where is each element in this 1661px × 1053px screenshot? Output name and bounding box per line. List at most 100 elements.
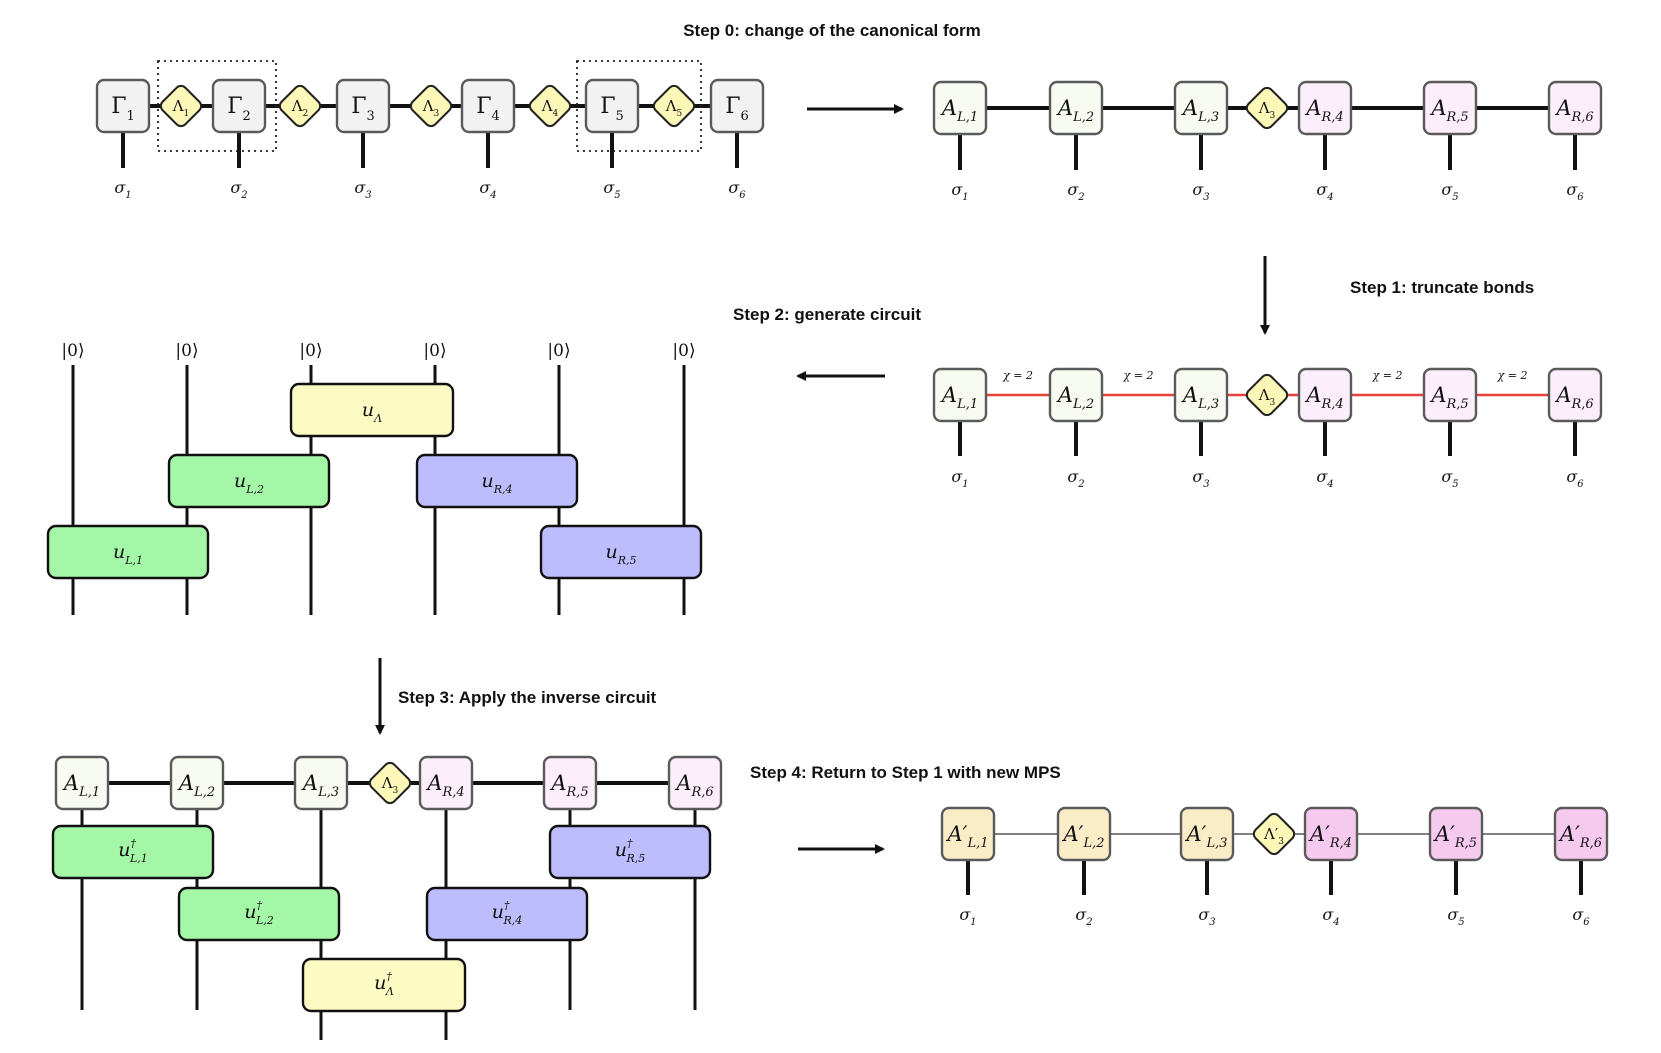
lambda-tensor — [1245, 86, 1289, 130]
tensor-label: AL,2 — [1056, 96, 1094, 125]
gamma-label: Γ1 — [111, 94, 135, 124]
unitary-gate — [539, 524, 703, 580]
tensor-label: AR,5 — [1429, 96, 1468, 125]
physical-index-label: σ2 — [230, 178, 247, 201]
tensor-label: AL,1 — [940, 383, 978, 412]
gamma-tensor — [95, 78, 151, 134]
ket-zero-label: |0⟩ — [423, 341, 446, 361]
physical-index-label: σ4 — [1316, 180, 1333, 203]
gate-label: uΛ — [362, 399, 382, 425]
right-canonical-tensor — [1422, 80, 1478, 136]
gate-label: uR,4 — [481, 470, 512, 496]
bond-dimension-label: χ = 2 — [1497, 369, 1528, 382]
physical-index-label: σ2 — [1067, 467, 1084, 490]
gamma-label: Γ2 — [227, 94, 251, 124]
ket-zero-label: |0⟩ — [547, 341, 570, 361]
gate-label: uL,2 — [234, 470, 264, 496]
left-canonical-tensor — [932, 80, 988, 136]
tensor-label: AL,3 — [1181, 96, 1219, 125]
inverse-unitary-gate — [301, 957, 467, 1013]
gate-label: uR,5 — [605, 541, 636, 567]
gamma-tensor — [584, 78, 640, 134]
tensor-label: AL,2 — [177, 771, 215, 800]
right-canonical-tensor — [418, 755, 474, 811]
step1-title: Step 1: truncate bonds — [1350, 278, 1534, 297]
inverse-unitary-gate — [548, 824, 712, 880]
right-canonical-tensor — [667, 755, 723, 811]
ket-zero-label: |0⟩ — [175, 341, 198, 361]
lambda-tensor — [159, 84, 203, 128]
tensor-label: A′L,2 — [1062, 822, 1105, 851]
physical-index-label: σ2 — [1067, 180, 1084, 203]
right-canonical-tensor — [1547, 367, 1603, 423]
physical-index-label: σ5 — [1441, 180, 1458, 203]
physical-index-label: σ6 — [1566, 180, 1584, 203]
new-right-tensor — [1428, 806, 1484, 862]
left-canonical-tensor — [1173, 80, 1229, 136]
inverse-unitary-gate — [425, 886, 589, 942]
right-canonical-tensor — [1547, 80, 1603, 136]
unitary-gate — [289, 382, 455, 438]
physical-index-label: σ5 — [1447, 905, 1464, 928]
bond-dimension-label: χ = 2 — [1002, 369, 1033, 382]
lambda-tensor — [528, 84, 572, 128]
lambda-label: Λ5 — [665, 97, 683, 119]
tensor-label: AL,3 — [1181, 383, 1219, 412]
new-left-tensor — [940, 806, 996, 862]
lambda-label: Λ3 — [1258, 99, 1276, 121]
dotted-group-box — [576, 60, 702, 152]
gamma-label: Γ3 — [351, 94, 375, 124]
bond-dimension-label: χ = 2 — [1372, 369, 1403, 382]
right-canonical-tensor — [542, 755, 598, 811]
physical-index-label: σ3 — [1192, 180, 1209, 203]
physical-index-label: σ4 — [1322, 905, 1339, 928]
tensor-label: AR,5 — [1429, 383, 1468, 412]
physical-index-label: σ3 — [354, 178, 371, 201]
physical-index-label: σ4 — [479, 178, 496, 201]
new-right-tensor — [1553, 806, 1609, 862]
gate-label: uL,1 — [113, 541, 143, 567]
physical-index-label: σ6 — [1566, 467, 1584, 490]
left-canonical-tensor — [169, 755, 225, 811]
gate-label: u†L,2 — [244, 899, 274, 927]
unitary-gate — [167, 453, 331, 509]
lambda-label: Λ1 — [172, 97, 190, 119]
step0-title: Step 0: change of the canonical form — [683, 21, 981, 40]
inverse-unitary-gate — [51, 824, 215, 880]
lambda-tensor — [409, 84, 453, 128]
physical-index-label: σ1 — [114, 178, 131, 201]
tensor-label: A′R,4 — [1308, 822, 1352, 851]
tensor-label: AR,6 — [674, 771, 713, 800]
tensor-label: A′R,6 — [1558, 822, 1602, 851]
right-canonical-tensor — [1297, 367, 1353, 423]
new-left-tensor — [1179, 806, 1235, 862]
gamma-label: Γ4 — [476, 94, 500, 124]
tensor-label: AL,1 — [940, 96, 978, 125]
gamma-tensor — [211, 78, 267, 134]
tensor-label: AR,4 — [425, 771, 464, 800]
gate-label: u†Λ — [374, 970, 394, 998]
physical-index-label: σ3 — [1192, 467, 1209, 490]
physical-index-label: σ5 — [1441, 467, 1458, 490]
tensor-label: AL,2 — [1056, 383, 1094, 412]
unitary-gate — [46, 524, 210, 580]
step2-title: Step 2: generate circuit — [733, 305, 921, 324]
left-canonical-tensor — [1173, 367, 1229, 423]
gamma-tensor — [335, 78, 391, 134]
new-left-tensor — [1056, 806, 1112, 862]
ket-zero-label: |0⟩ — [299, 341, 322, 361]
left-canonical-tensor — [54, 755, 110, 811]
lambda-label: Λ3 — [1258, 386, 1276, 408]
lambda-label: Λ′3 — [1263, 825, 1284, 847]
tensor-label: AR,5 — [549, 771, 588, 800]
gate-label: u†L,1 — [118, 837, 148, 865]
tensor-label: AR,6 — [1554, 96, 1593, 125]
physical-index-label: σ6 — [1572, 905, 1590, 928]
gate-label: u†R,5 — [615, 837, 646, 865]
physical-index-label: σ6 — [728, 178, 746, 201]
